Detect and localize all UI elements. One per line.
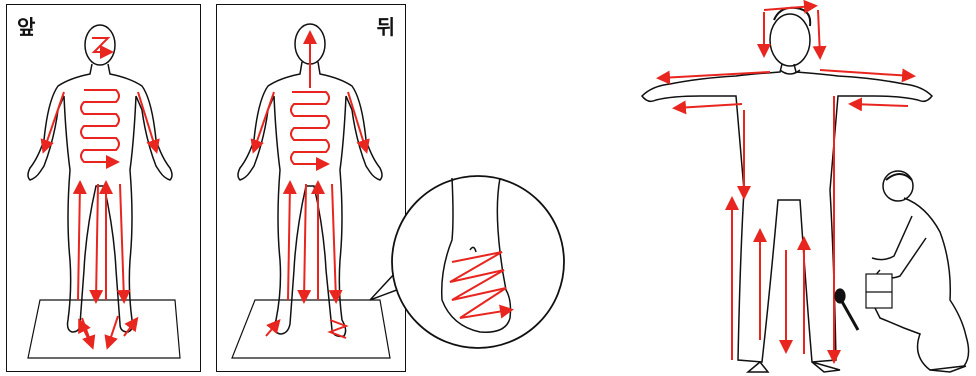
human-front-icon (28, 25, 180, 358)
survey-meter-icon (835, 274, 892, 330)
crouching-operator-icon (871, 171, 969, 372)
ankle-zoom-icon (370, 176, 564, 348)
